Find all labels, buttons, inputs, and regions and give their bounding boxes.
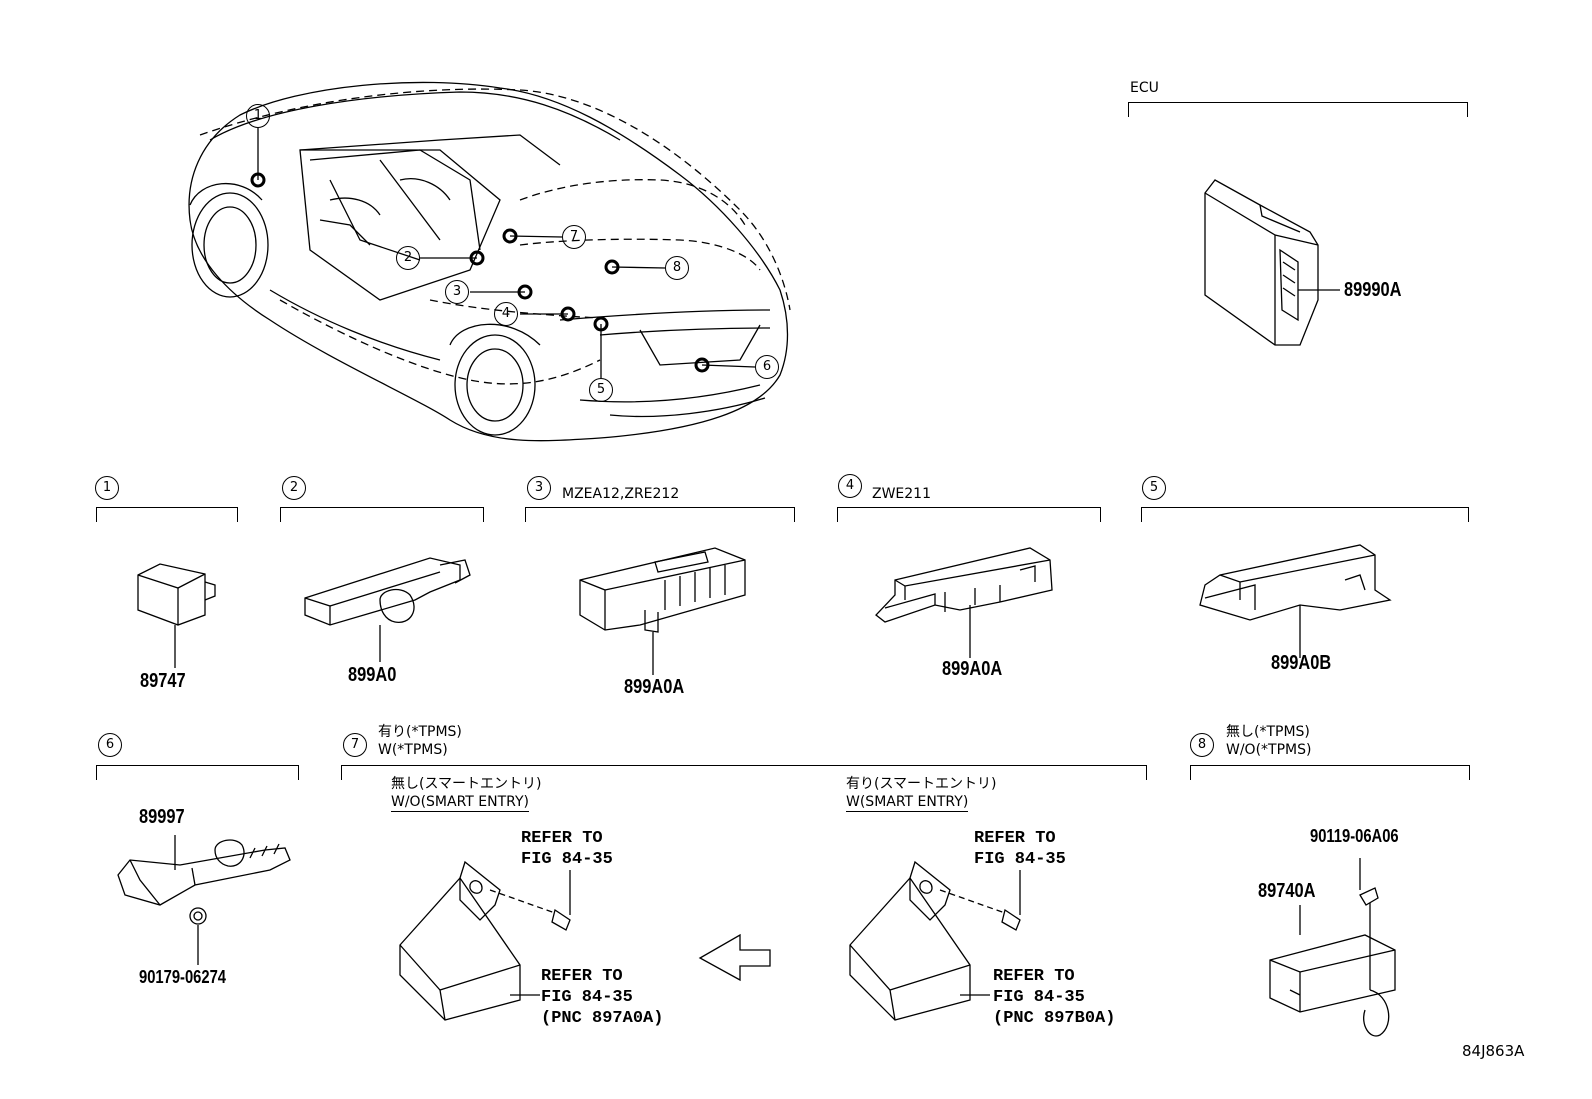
section-3-model-note: MZEA12,ZRE212 [562, 486, 680, 502]
section-2-number: 2 [282, 476, 306, 500]
car-callout-1: 1 [246, 104, 270, 128]
ecu-part-number: 89990A [1344, 279, 1402, 301]
section-6-number: 6 [98, 733, 122, 757]
part-89740A-drawing [1269, 858, 1396, 1037]
section-5-bracket [1141, 507, 1469, 522]
section-8-part-number: 89740A [1258, 880, 1316, 902]
section-1-part-number: 89747 [140, 670, 186, 692]
section-7-right-title-en: W(SMART ENTRY) [846, 794, 969, 812]
section-7-right-ref-bottom: REFER TO FIG 84-35 (PNC 897B0A) [993, 967, 1116, 1028]
smart-entry-present-drawing [849, 860, 1021, 1021]
section-4-model-note: ZWE211 [872, 486, 932, 502]
section-7-left-ref-top: REFER TO FIG 84-35 [521, 829, 613, 869]
section-8-number: 8 [1190, 733, 1214, 757]
section-3-bracket [525, 507, 795, 522]
section-6-part-number: 89997 [139, 806, 185, 828]
section-3-number: 3 [527, 476, 551, 500]
part-899A0-drawing [304, 557, 471, 662]
smart-entry-absent-drawing [399, 860, 571, 1021]
section-8-note-jp: 無し(*TPMS) [1226, 724, 1310, 740]
part-899A0B-drawing [1199, 544, 1392, 658]
car-illustration [188, 81, 791, 442]
car-callout-8: 8 [665, 256, 689, 280]
ecu-module-drawing [1204, 179, 1340, 346]
section-4-bracket [837, 507, 1101, 522]
section-6-bracket [96, 765, 299, 780]
part-899A0A-mzea12-drawing [579, 547, 746, 675]
figure-code: 84J863A [1462, 1042, 1525, 1060]
car-callout-5: 5 [589, 378, 613, 402]
section-7-right-ref-top: REFER TO FIG 84-35 [974, 829, 1066, 869]
car-callout-6: 6 [755, 355, 779, 379]
part-899A0A-zwe211-drawing [875, 547, 1053, 658]
section-4-number: 4 [838, 474, 862, 498]
part-89997-drawing [117, 835, 291, 965]
section-5-number: 5 [1142, 476, 1166, 500]
ecu-bracket [1128, 102, 1468, 117]
section-6-fastener-number: 90179-06274 [139, 967, 227, 987]
section-2-part-number: 899A0 [348, 664, 397, 686]
section-1-number: 1 [95, 476, 119, 500]
section-7-note-jp: 有り(*TPMS) [378, 724, 462, 740]
section-3-part-number: 899A0A [624, 676, 685, 698]
section-7-number: 7 [343, 733, 367, 757]
section-7-left-title-jp: 無し(スマートエントリ) [391, 776, 542, 792]
section-7-bracket [341, 765, 1147, 780]
car-callout-7: 7 [562, 225, 586, 249]
section-5-part-number: 899A0B [1271, 652, 1332, 674]
section-7-left-title-en: W/O(SMART ENTRY) [391, 794, 530, 812]
section-7-right-title-jp: 有り(スマートエントリ) [846, 776, 997, 792]
section-4-part-number: 899A0A [942, 658, 1003, 680]
section-8-bracket [1190, 765, 1470, 780]
ecu-label: ECU [1130, 80, 1159, 96]
section-7-left-ref-bottom: REFER TO FIG 84-35 (PNC 897A0A) [541, 967, 664, 1028]
section-7-note-en: W(*TPMS) [378, 742, 448, 758]
direction-arrow [698, 933, 771, 982]
section-2-bracket [280, 507, 484, 522]
section-8-fastener-number: 90119-06A06 [1310, 826, 1399, 846]
car-callout-3: 3 [445, 280, 469, 304]
car-callout-2: 2 [396, 246, 420, 270]
section-8-note-en: W/O(*TPMS) [1226, 742, 1312, 758]
part-89747-drawing [137, 563, 216, 668]
car-callout-4: 4 [494, 302, 518, 326]
section-1-bracket [96, 507, 238, 522]
